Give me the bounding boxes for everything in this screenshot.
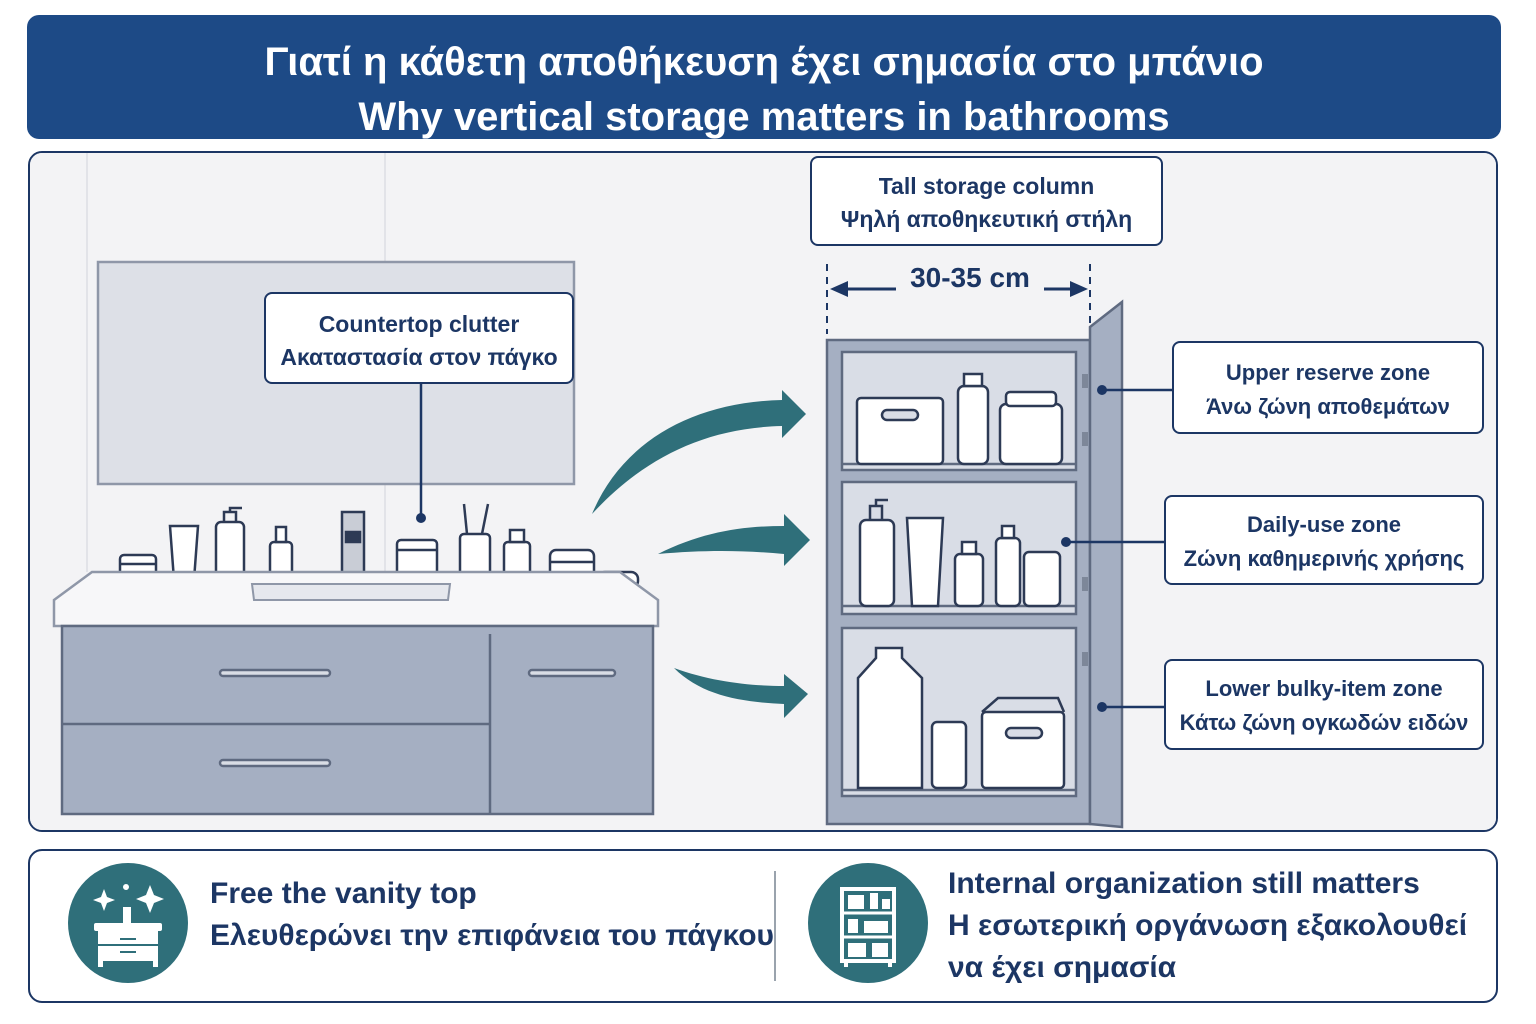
arrow-upper	[592, 390, 806, 514]
tall-column-callout: Tall storage column Ψηλή αποθηκευτική στ…	[810, 156, 1163, 246]
lower-canister	[930, 720, 968, 790]
benefit-2-text: Internal organization still matters Η εσ…	[948, 863, 1467, 989]
dimension-arrow-left	[830, 281, 848, 297]
door-hinges	[1082, 374, 1088, 666]
top-canister	[998, 402, 1064, 466]
arrow-lower	[674, 668, 808, 718]
benefit-2-gr-line1: Η εσωτερική οργάνωση εξακολουθεί	[948, 909, 1468, 942]
countertop-leader-dot	[416, 513, 426, 523]
top-bottle	[956, 384, 990, 466]
upper-zone-en: Upper reserve zone	[1225, 360, 1431, 385]
spray-bottle-shelf	[994, 536, 1022, 608]
daily-zone-gr: Ζώνη καθημερινής χρήσης	[1183, 546, 1465, 571]
lower-zone-dot	[1097, 702, 1107, 712]
tube-shelf	[905, 516, 945, 608]
vanity-cabinet	[60, 624, 655, 816]
sink-basin	[250, 583, 452, 601]
benefit-2-en: Internal organization still matters	[948, 867, 1420, 900]
title-english: Why vertical storage matters in bathroom…	[358, 95, 1170, 139]
arrow-middle	[658, 514, 810, 566]
faucet	[340, 510, 366, 582]
storage-box-lower	[980, 710, 1066, 790]
pump-bottle-shelf	[858, 518, 896, 608]
lower-zone-en: Lower bulky-item zone	[1205, 676, 1443, 701]
vanity-sparkle-icon	[68, 863, 188, 983]
cabinet-door	[1088, 299, 1124, 829]
benefit-1-gr: Ελευθερώνει την επιφάνεια του πάγκου	[210, 919, 775, 952]
title-banner: Γιατί η κάθετη αποθήκευση έχει σημασία σ…	[27, 15, 1501, 139]
dimension-label: 30-35 cm	[896, 262, 1044, 294]
daily-zone-callout: Daily-use zone Ζώνη καθημερινής χρήσης	[1164, 495, 1484, 585]
cabinet-contents	[855, 372, 1066, 790]
transfer-arrows	[592, 390, 810, 718]
benefit-divider	[774, 871, 776, 981]
upper-zone-dot	[1097, 385, 1107, 395]
organized-shelf-icon	[808, 863, 928, 983]
benefit-2-gr-line2: να έχει σημασία	[948, 951, 1177, 984]
lower-zone-gr: Κάτω ζώνη ογκωδών ειδών	[1179, 710, 1469, 735]
benefit-1-text: Free the vanity top Ελευθερώνει την επιφ…	[210, 873, 774, 957]
lower-zone-callout: Lower bulky-item zone Κάτω ζώνη ογκωδών …	[1164, 659, 1484, 750]
daily-zone-en: Daily-use zone	[1246, 512, 1402, 537]
benefit-1-en: Free the vanity top	[210, 877, 477, 910]
zone-leader-lines	[1064, 388, 1176, 709]
benefits-panel: Free the vanity top Ελευθερώνει την επιφ…	[28, 849, 1498, 1003]
upper-zone-gr: Άνω ζώνη αποθεμάτων	[1206, 394, 1450, 419]
countertop-clutter-callout: Countertop clutter Ακαταστασία στον πάγκ…	[264, 292, 574, 384]
detergent-jug	[856, 646, 924, 790]
title-greek: Γιατί η κάθετη αποθήκευση έχει σημασία σ…	[264, 40, 1264, 84]
tall-column-en: Tall storage column	[878, 173, 1095, 199]
jar-shelf	[1022, 550, 1062, 608]
upper-zone-callout: Upper reserve zone Άνω ζώνη αποθεμάτων	[1172, 341, 1484, 434]
countertop-clutter-en: Countertop clutter	[318, 311, 520, 337]
daily-zone-dot	[1061, 537, 1071, 547]
dropper-bottle-shelf	[953, 552, 985, 608]
countertop-clutter-gr: Ακαταστασία στον πάγκο	[280, 344, 558, 370]
storage-box-top	[855, 396, 945, 466]
tall-column-gr: Ψηλή αποθηκευτική στήλη	[840, 206, 1133, 232]
dimension-arrow-right	[1070, 281, 1088, 297]
